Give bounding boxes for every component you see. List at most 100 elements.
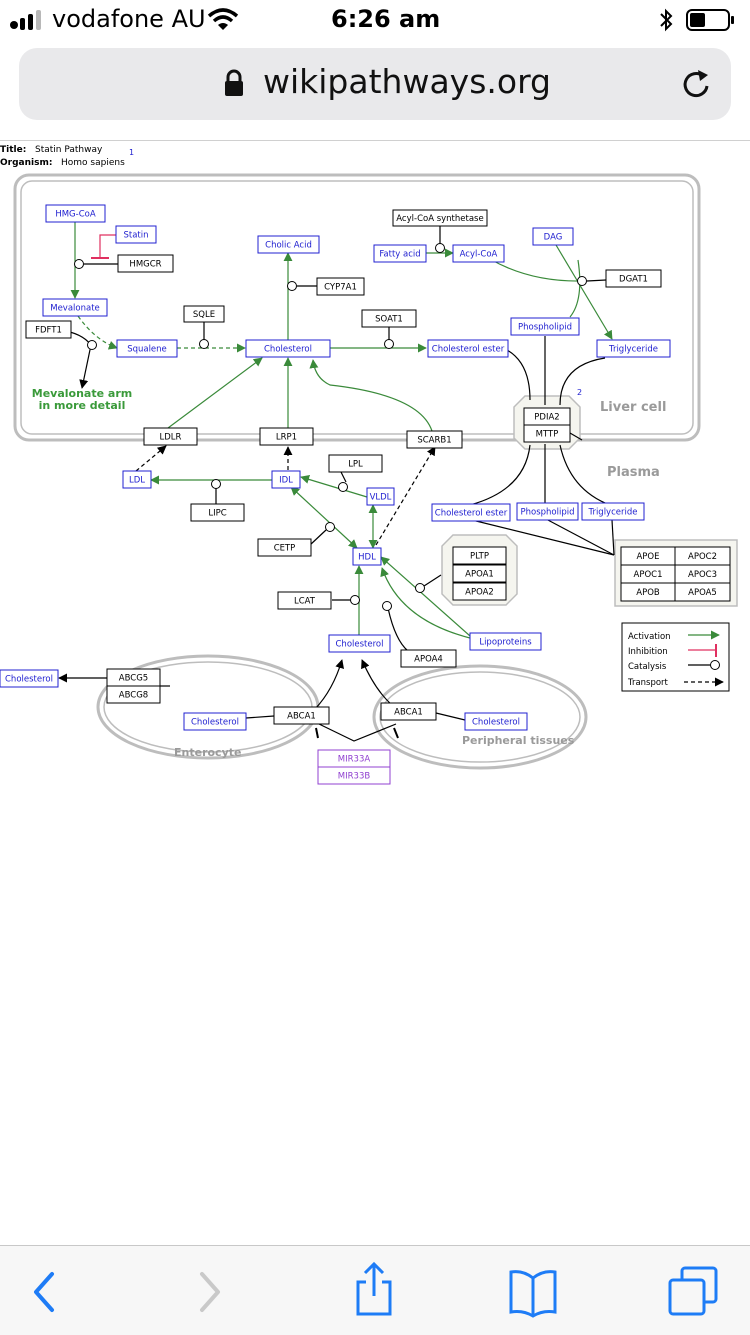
node-cholesterol-peripheral[interactable]: Cholesterol [464,712,528,731]
node-cholesterol-ester-plasma[interactable]: Cholesterol ester [431,503,511,522]
node-lrp1[interactable]: LRP1 [259,427,314,446]
catalysis-markers [74,243,587,611]
svg-text:APOA1: APOA1 [465,570,494,580]
node-phospholipid[interactable]: Phospholipid [510,317,580,336]
node-cyp7a1[interactable]: CYP7A1 [316,277,365,296]
node-squalene[interactable]: Squalene [116,339,178,358]
node-apoa5[interactable]: APOA5 [674,582,731,602]
node-abcg5[interactable]: ABCG5 [106,668,161,687]
node-lipoproteins[interactable]: Lipoproteins [469,632,542,651]
pathway-diagram: Title: Statin Pathway Organism: Homo sap… [0,145,738,785]
node-cholic-acid[interactable]: Cholic Acid [257,235,320,254]
node-mttp[interactable]: MTTP [523,424,571,443]
svg-text:Cholesterol: Cholesterol [5,675,53,685]
node-abcg8[interactable]: ABCG8 [106,685,161,704]
battery-icon [686,9,734,31]
node-apoc1[interactable]: APOC1 [620,564,676,584]
svg-text:LPL: LPL [348,460,363,470]
node-lpl[interactable]: LPL [328,454,383,473]
node-sqle[interactable]: SQLE [183,305,225,323]
reload-icon[interactable] [681,68,713,102]
forward-icon[interactable] [180,1260,240,1320]
node-statin[interactable]: Statin [115,225,157,244]
svg-text:Cholic Acid: Cholic Acid [265,241,312,251]
node-triglyceride[interactable]: Triglyceride [596,339,671,358]
svg-text:LDL: LDL [129,476,145,486]
node-apoc3[interactable]: APOC3 [674,564,731,584]
node-dgat1[interactable]: DGAT1 [605,269,662,288]
node-cholesterol[interactable]: Cholesterol [245,339,331,358]
node-dag[interactable]: DAG [532,227,574,246]
node-fatty-acid[interactable]: Fatty acid [373,244,427,263]
svg-text:ABCA1: ABCA1 [394,708,423,718]
reference-2[interactable]: 2 [577,388,582,397]
reference-1[interactable]: 1 [129,148,134,157]
node-cholesterol-enterocyte[interactable]: Cholesterol [183,712,247,731]
bookmarks-icon[interactable] [503,1260,563,1320]
mevalonate-arm-link-line2[interactable]: in more detail [39,399,126,412]
mevalonate-arm-link-line1[interactable]: Mevalonate arm [32,387,132,400]
status-time: 6:26 am [331,5,441,33]
svg-text:APOE: APOE [636,552,659,562]
svg-text:Statin: Statin [123,231,148,241]
node-lipc[interactable]: LIPC [190,503,245,522]
node-ldlr[interactable]: LDLR [143,427,198,446]
node-triglyceride-plasma[interactable]: Triglyceride [581,502,645,521]
legend-transport: Transport [627,678,669,688]
tabs-icon[interactable] [664,1260,724,1320]
node-scarb1[interactable]: SCARB1 [406,430,463,449]
legend-catalysis: Catalysis [628,662,667,672]
node-apoa1[interactable]: APOA1 [452,564,507,583]
svg-text:Cholesterol ester: Cholesterol ester [432,345,505,355]
svg-text:Lipoproteins: Lipoproteins [479,638,532,648]
node-abca1-left[interactable]: ABCA1 [273,706,330,725]
node-ldl[interactable]: LDL [122,470,152,489]
node-acyl-coa[interactable]: Acyl-CoA [452,244,505,263]
node-idl[interactable]: IDL [271,470,301,489]
svg-text:LCAT: LCAT [294,597,316,607]
carrier-name: vodafone AU [52,5,206,33]
node-mir33b[interactable]: MIR33B [317,766,391,785]
node-vldl[interactable]: VLDL [366,487,395,506]
node-phospholipid-plasma[interactable]: Phospholipid [516,502,579,521]
node-pltp[interactable]: PLTP [452,546,507,565]
lock-icon [225,69,243,96]
title-label: Title: [0,145,26,155]
node-cholesterol-ester[interactable]: Cholesterol ester [427,339,509,358]
node-apoa2[interactable]: APOA2 [452,582,507,601]
node-mir33a[interactable]: MIR33A [317,749,391,768]
node-pdia2[interactable]: PDIA2 [523,407,571,426]
node-lcat[interactable]: LCAT [277,591,332,610]
node-hmg-coa[interactable]: HMG-CoA [45,204,106,223]
node-apob[interactable]: APOB [620,582,676,602]
share-icon[interactable] [344,1260,404,1320]
back-icon[interactable] [14,1260,74,1320]
svg-text:HMGCR: HMGCR [129,260,161,270]
node-abca1-right[interactable]: ABCA1 [380,702,437,721]
node-soat1[interactable]: SOAT1 [361,309,417,328]
svg-text:DAG: DAG [544,233,563,243]
svg-text:Cholesterol: Cholesterol [336,640,384,650]
node-apoa4[interactable]: APOA4 [400,649,457,668]
node-hmgcr[interactable]: HMGCR [117,254,174,273]
svg-text:Acyl-CoA: Acyl-CoA [460,250,498,260]
node-fdft1[interactable]: FDFT1 [25,320,72,339]
address-bar[interactable]: wikipathways.org [19,48,731,120]
svg-text:PLTP: PLTP [470,552,489,562]
node-apoc2[interactable]: APOC2 [674,546,731,566]
node-mevalonate[interactable]: Mevalonate [42,298,108,317]
node-hdl[interactable]: HDL [352,547,382,566]
plasma-label: Plasma [607,465,660,480]
svg-text:APOA5: APOA5 [688,588,717,598]
node-cholesterol-out[interactable]: Cholesterol [0,669,59,688]
node-cholesterol-hdl[interactable]: Cholesterol [328,634,391,653]
svg-text:PDIA2: PDIA2 [534,413,559,423]
node-apoe[interactable]: APOE [620,546,676,566]
url-text: wikipathways.org [263,62,552,101]
node-acyl-coa-synthetase[interactable]: Acyl-CoA synthetase [392,209,488,227]
svg-text:SCARB1: SCARB1 [417,436,451,446]
svg-text:Acyl-CoA synthetase: Acyl-CoA synthetase [396,214,483,224]
svg-text:Cholesterol ester: Cholesterol ester [435,509,508,519]
node-cetp[interactable]: CETP [257,538,312,557]
svg-text:CETP: CETP [274,544,296,554]
